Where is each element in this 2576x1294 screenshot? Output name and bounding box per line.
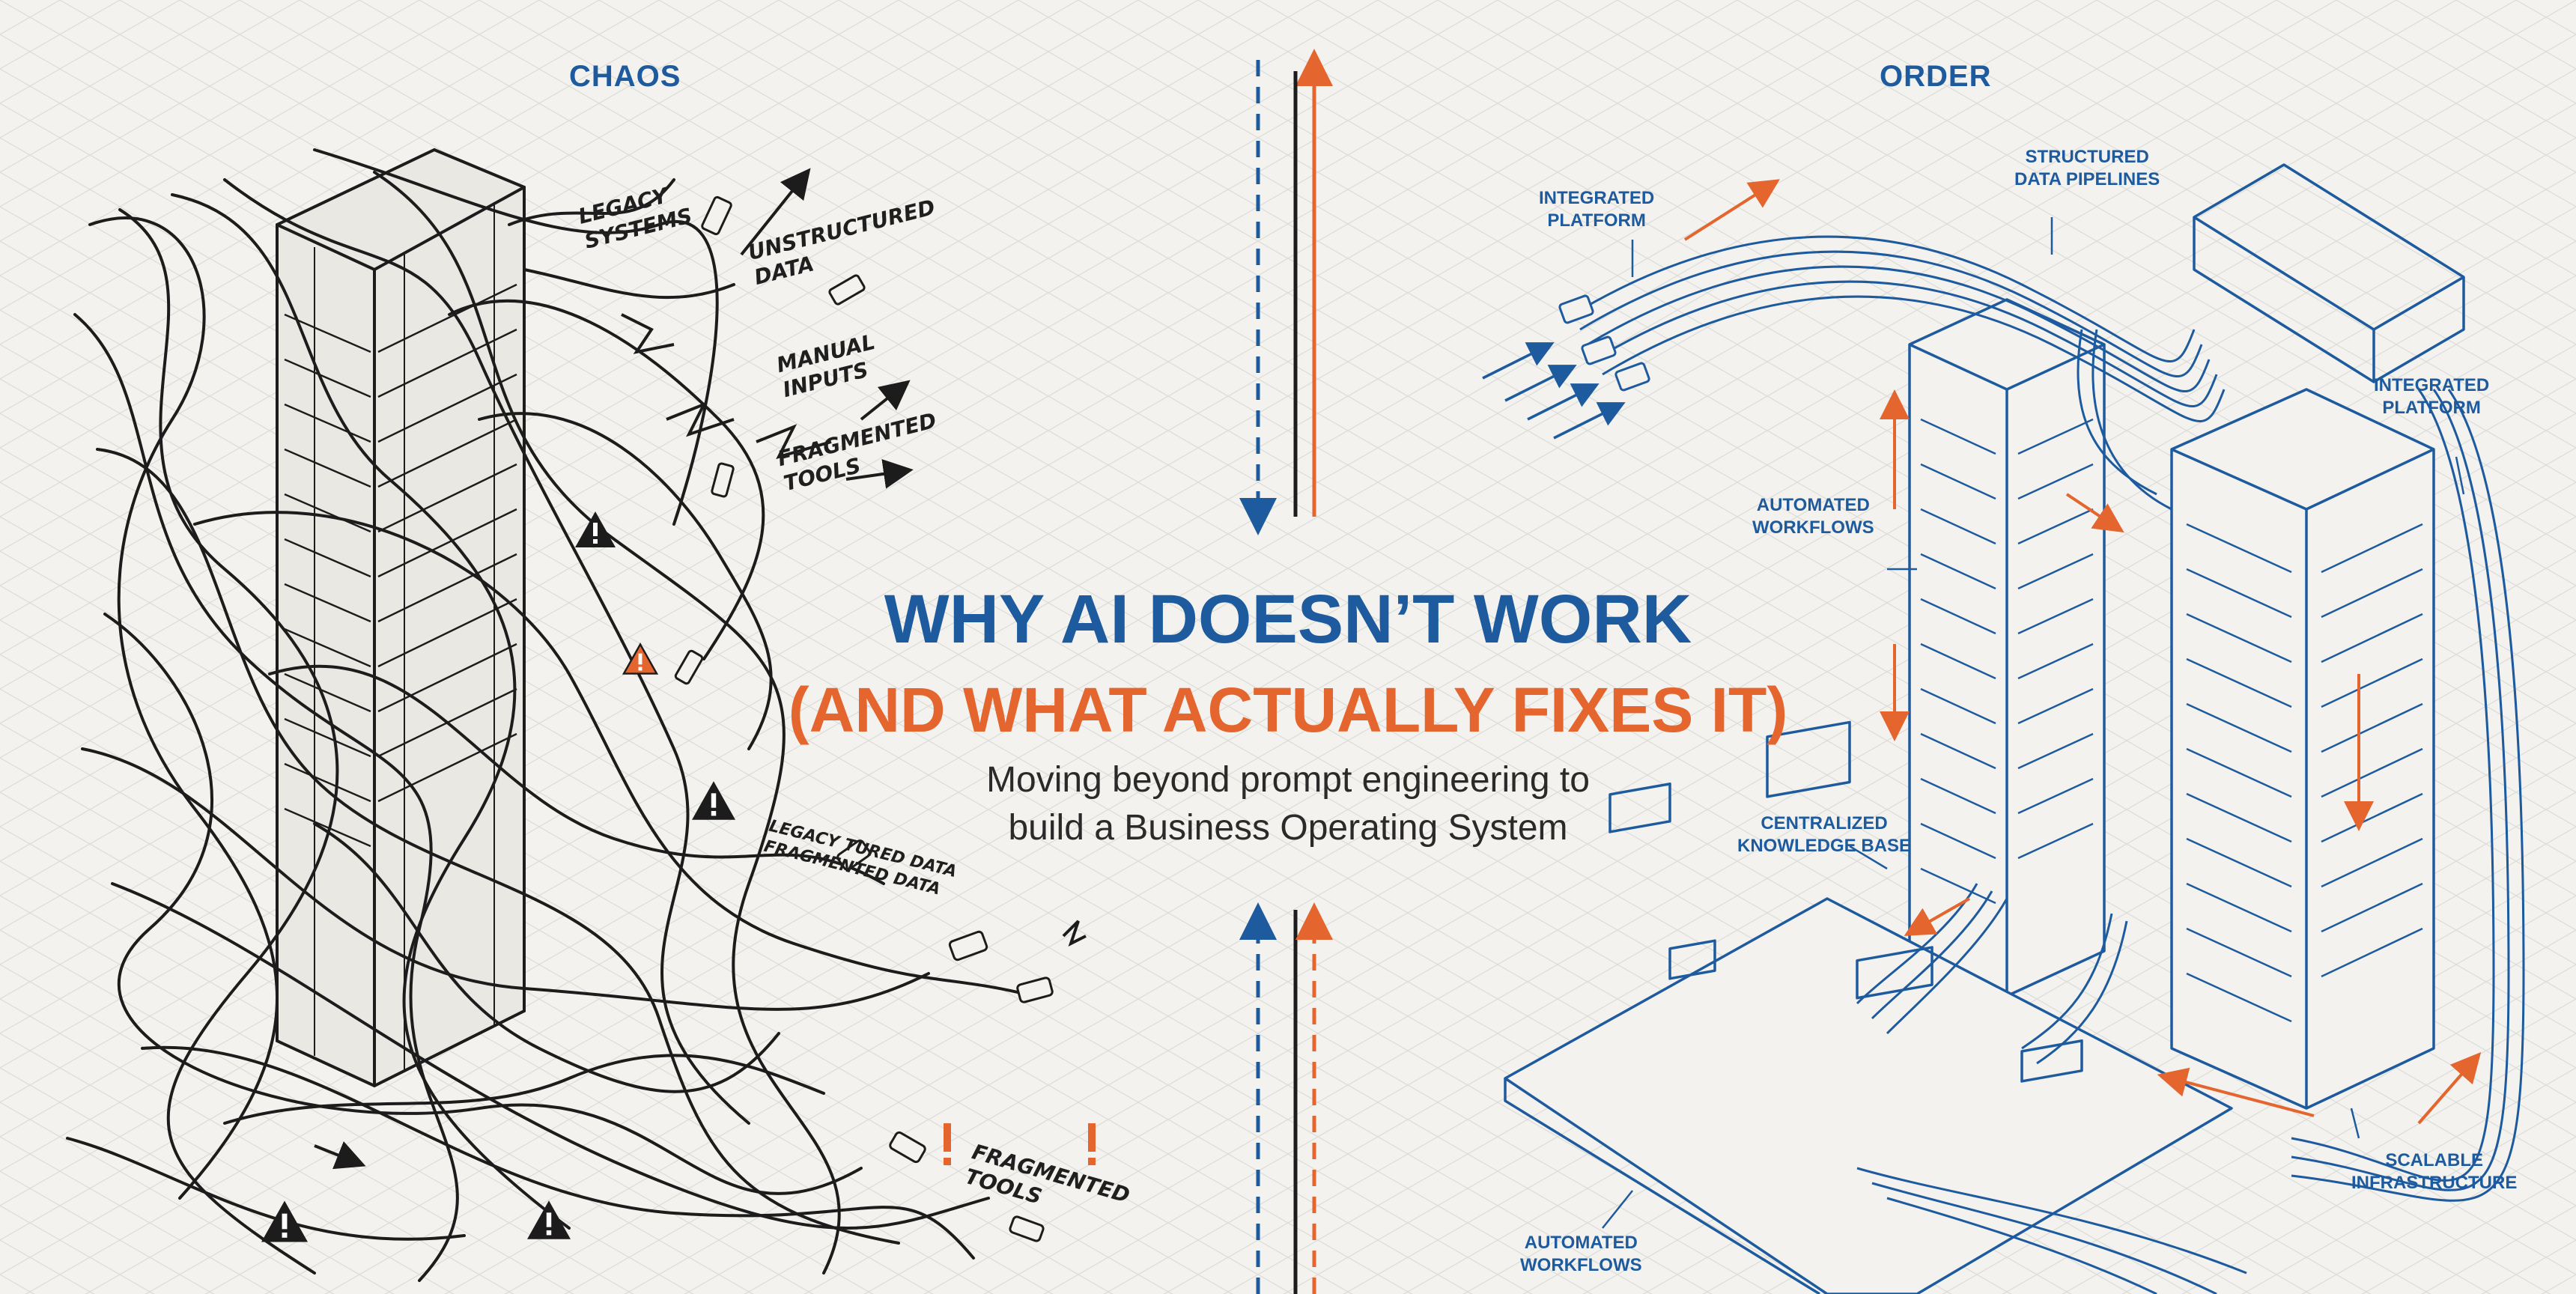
- exclamation-icon: [1088, 1123, 1096, 1165]
- main-title-secondary: (AND WHAT ACTUALLY FIXES IT): [788, 675, 1788, 745]
- cable-plugs: [674, 195, 1054, 1242]
- warning-icon: [622, 643, 659, 675]
- main-title: WHY AI DOESN’T WORK: [884, 581, 1692, 657]
- divider-arrows: [1239, 49, 1333, 1294]
- pipeline-connectors: [1558, 294, 1650, 392]
- order-heading: ORDER: [1880, 60, 1992, 93]
- warning-icon: [527, 1200, 571, 1239]
- structured-cable-bundles: [1572, 235, 2525, 1294]
- input-arrows: [1482, 342, 1626, 440]
- exclamation-icon: [944, 1123, 951, 1165]
- warning-icon: [692, 781, 735, 820]
- flow-arrows: [1683, 179, 2482, 1125]
- order-infrastructure: [1504, 163, 2465, 1294]
- warning-icon: [575, 511, 616, 547]
- chaos-heading: CHAOS: [569, 60, 681, 93]
- chaos-server-rack: [276, 148, 526, 1088]
- chaos-arrows: [314, 168, 1087, 1170]
- leader-lines: [1602, 217, 2465, 1229]
- tangled-cables: [66, 148, 1035, 1282]
- warning-icon: [261, 1200, 308, 1242]
